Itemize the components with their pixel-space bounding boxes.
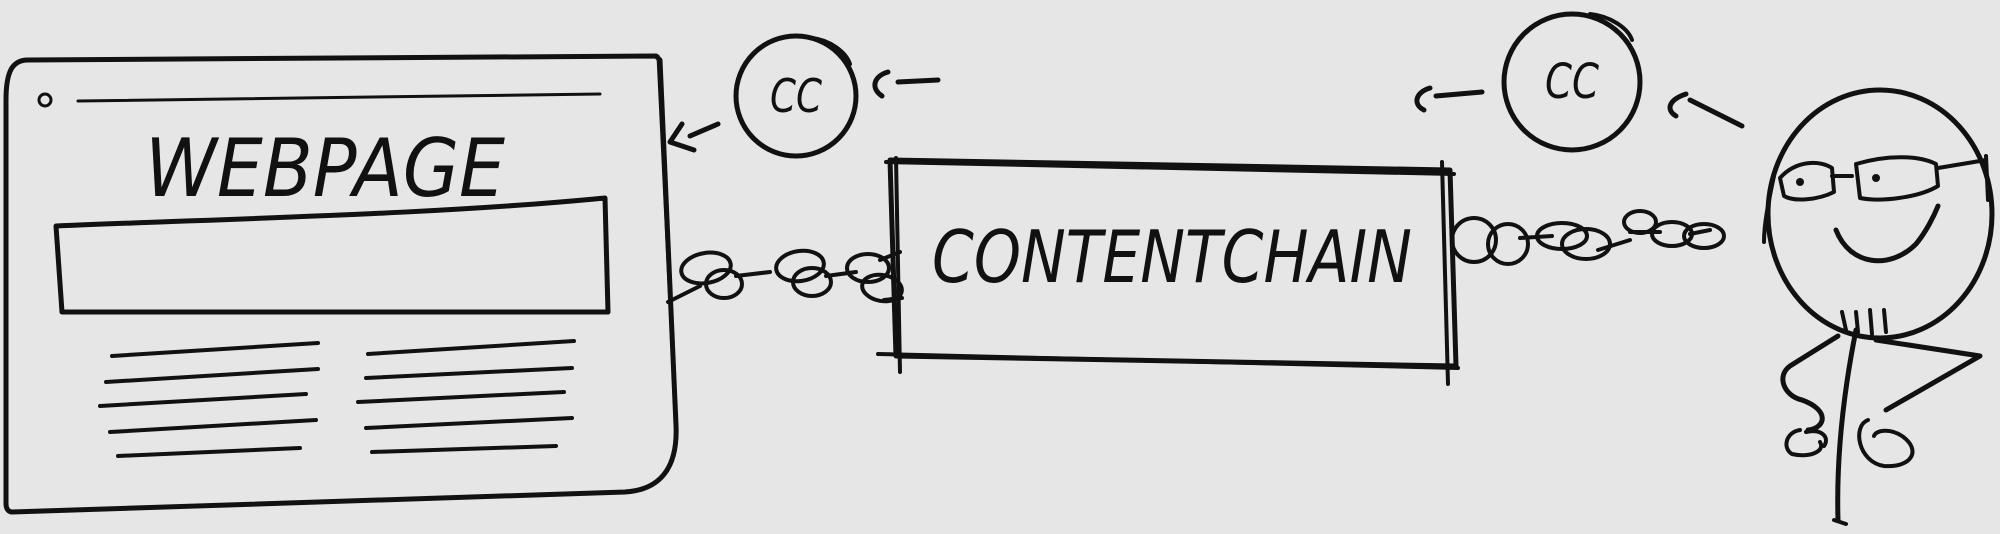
arrow-icon [1667, 91, 1745, 129]
glasses-icon [1778, 154, 1990, 202]
user-hand-left [1784, 428, 1828, 458]
contentchain-box-strokes [876, 156, 1460, 386]
cc-token-label: CC [770, 69, 822, 123]
user-head-edge [1762, 174, 1776, 244]
chain-links-icon [666, 248, 904, 304]
webpage-frame-edge [656, 54, 678, 432]
user-eye [1872, 174, 1880, 182]
webpage-title: WEBPAGE [145, 122, 505, 215]
user-head [1765, 87, 1995, 341]
contentchain-label: CONTENTCHAIN [932, 215, 1412, 299]
webpage-node: WEBPAGE [3, 53, 679, 515]
user-hand-right [1857, 418, 1915, 469]
webpage-hero-box [53, 195, 611, 315]
cc-coin-highlight [1588, 12, 1634, 42]
user-arm-left [1780, 333, 1841, 433]
arrow-icon [667, 121, 721, 153]
chain-links-icon [1450, 209, 1726, 266]
user-figure [1762, 87, 1995, 526]
browser-dot-icon [37, 92, 53, 108]
user-neck [1840, 308, 1888, 336]
cc-token-left: CC [733, 33, 859, 159]
user-foot [1832, 518, 1848, 526]
user-eye [1796, 178, 1804, 186]
contentchain-node: CONTENTCHAIN [876, 156, 1460, 386]
user-body [1835, 327, 1859, 523]
cc-coin-icon [1501, 11, 1643, 153]
arrow-icon [872, 69, 941, 99]
webpage-text-lines [98, 339, 576, 458]
arrow-icon [1414, 85, 1485, 113]
user-smile [1833, 203, 1941, 264]
webpage-frame [3, 53, 679, 515]
cc-coin-icon [733, 33, 859, 159]
cc-token-label: CC [1545, 54, 1599, 110]
cc-coin-highlight [810, 36, 852, 66]
browser-address-bar [76, 92, 602, 103]
user-arm-right [1873, 337, 1983, 413]
cc-token-right: CC [1501, 11, 1643, 153]
